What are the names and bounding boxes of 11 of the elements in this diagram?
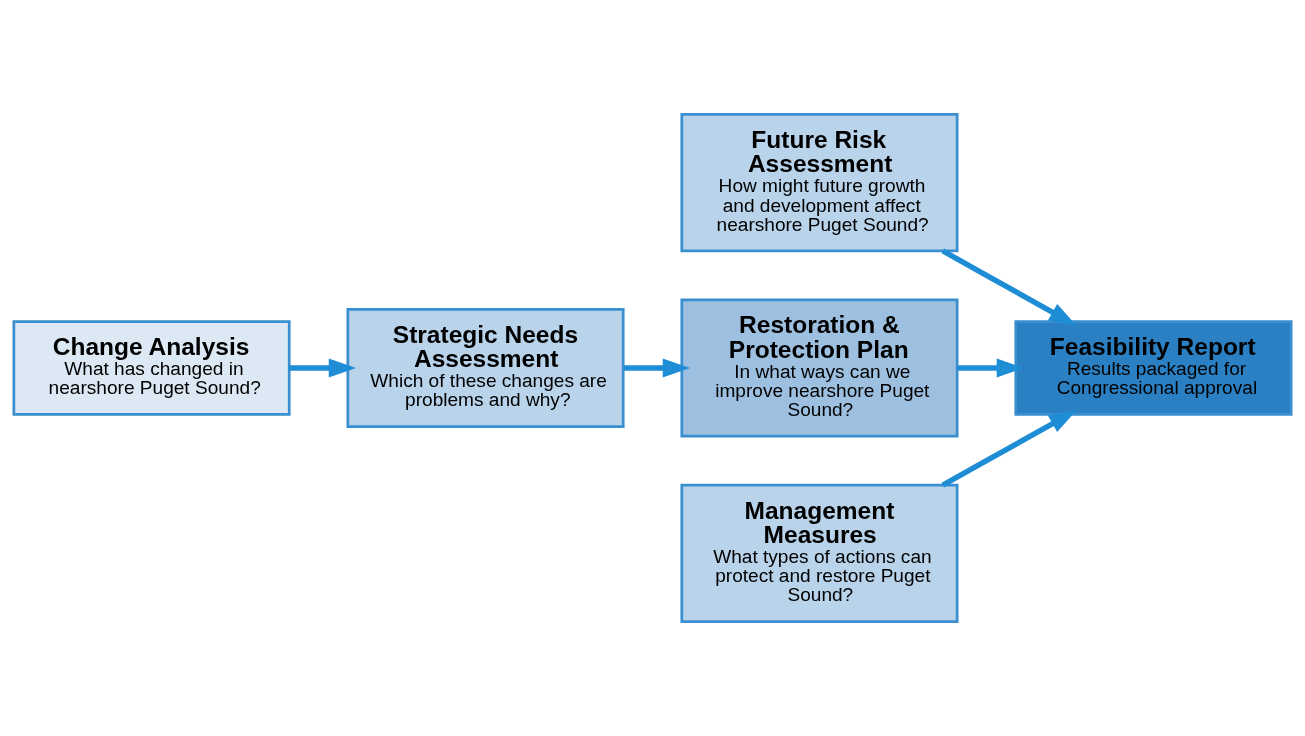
arrow xyxy=(957,358,1024,378)
arrow xyxy=(623,358,691,378)
node-box: Management Measures What types of actions can protect and restore Puget Sound? xyxy=(680,483,959,623)
node-box: Change Analysis What has changed in nearshore Puget Sound? xyxy=(12,320,291,416)
node-box: Feasibility Report Results packaged for Congressional approval xyxy=(1014,320,1293,416)
node-box: Restoration & Protection Plan In what ways can we improve nearshore Puget Sound? xyxy=(680,298,959,438)
arrow xyxy=(289,358,357,378)
node-box: Strategic Needs Assessment Which of these changes are problems and why? xyxy=(346,308,625,428)
node-box: Future Risk Assessment How might future growth and development affect nearshore Puget Sound? xyxy=(680,113,959,253)
arrow xyxy=(941,410,1077,488)
arrow xyxy=(941,248,1077,326)
